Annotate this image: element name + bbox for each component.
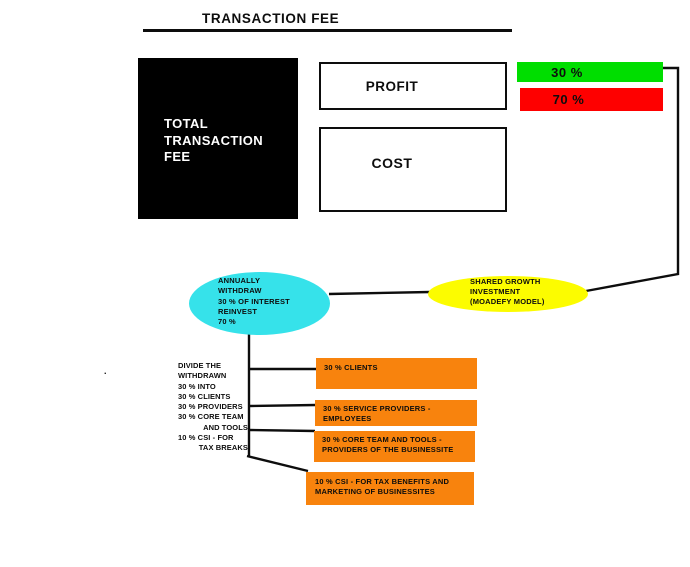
divide-note-line: AND TOOLS [203, 422, 248, 432]
profit-label: PROFIT [365, 78, 419, 94]
divide-note-line: 10 % CSI - FOR [178, 433, 234, 443]
annual-withdraw-label: ANNUALLY WITHDRAW 30 % OF INTEREST REINV… [218, 276, 290, 327]
divide-note-line: 30 % INTO [178, 381, 216, 391]
shared-growth-ellipse: SHARED GROWTH INVESTMENT (MOADEFY MODEL) [428, 276, 588, 312]
connector-branch-core-team [248, 428, 316, 433]
diagram-title: TRANSACTION FEE [202, 11, 340, 26]
divide-note: DIVIDE THE WITHDRAWN 30 % INTO 30 % CLIE… [178, 361, 248, 454]
connector-annual-to-shared-growth [328, 290, 431, 296]
profit-share-bar: 30 % [517, 62, 663, 82]
allocation-box-core-team: 30 % CORE TEAM AND TOOLS - PROVIDERS OF … [314, 431, 475, 462]
profit-box: PROFIT [319, 62, 507, 110]
divide-note-line: TAX BREAKS [198, 443, 248, 453]
cost-box: COST [319, 127, 507, 212]
shared-growth-label: SHARED GROWTH INVESTMENT (MOADEFY MODEL) [470, 277, 545, 306]
connector-branch-csi [246, 454, 309, 473]
cost-share-label: 70 % [552, 92, 585, 107]
divide-note-line: 30 % CLIENTS [178, 391, 231, 401]
allocation-box-csi: 10 % CSI - FOR TAX BENEFITS AND MARKETIN… [306, 472, 474, 505]
divide-note-line: 30 % PROVIDERS [178, 402, 243, 412]
divide-note-line: WITHDRAWN [178, 371, 227, 381]
profit-share-label: 30 % [551, 64, 583, 80]
stray-dot: . [104, 366, 107, 376]
connector-branch-service-providers [248, 403, 317, 408]
annual-withdraw-ellipse: ANNUALLY WITHDRAW 30 % OF INTEREST REINV… [189, 272, 330, 335]
title-underline [143, 29, 512, 32]
cost-share-bar: 70 % [520, 88, 663, 111]
allocation-box-clients: 30 % CLIENTS [316, 358, 477, 389]
cost-label: COST [371, 154, 413, 171]
total-transaction-fee-label: TOTAL TRANSACTION FEE [164, 116, 264, 164]
divide-note-line: DIVIDE THE [178, 361, 222, 370]
divide-note-line: 30 % CORE TEAM [178, 412, 244, 422]
total-transaction-fee-box: TOTAL TRANSACTION FEE [138, 58, 298, 219]
allocation-box-service-providers: 30 % SERVICE PROVIDERS - EMPLOYEES [315, 400, 477, 426]
